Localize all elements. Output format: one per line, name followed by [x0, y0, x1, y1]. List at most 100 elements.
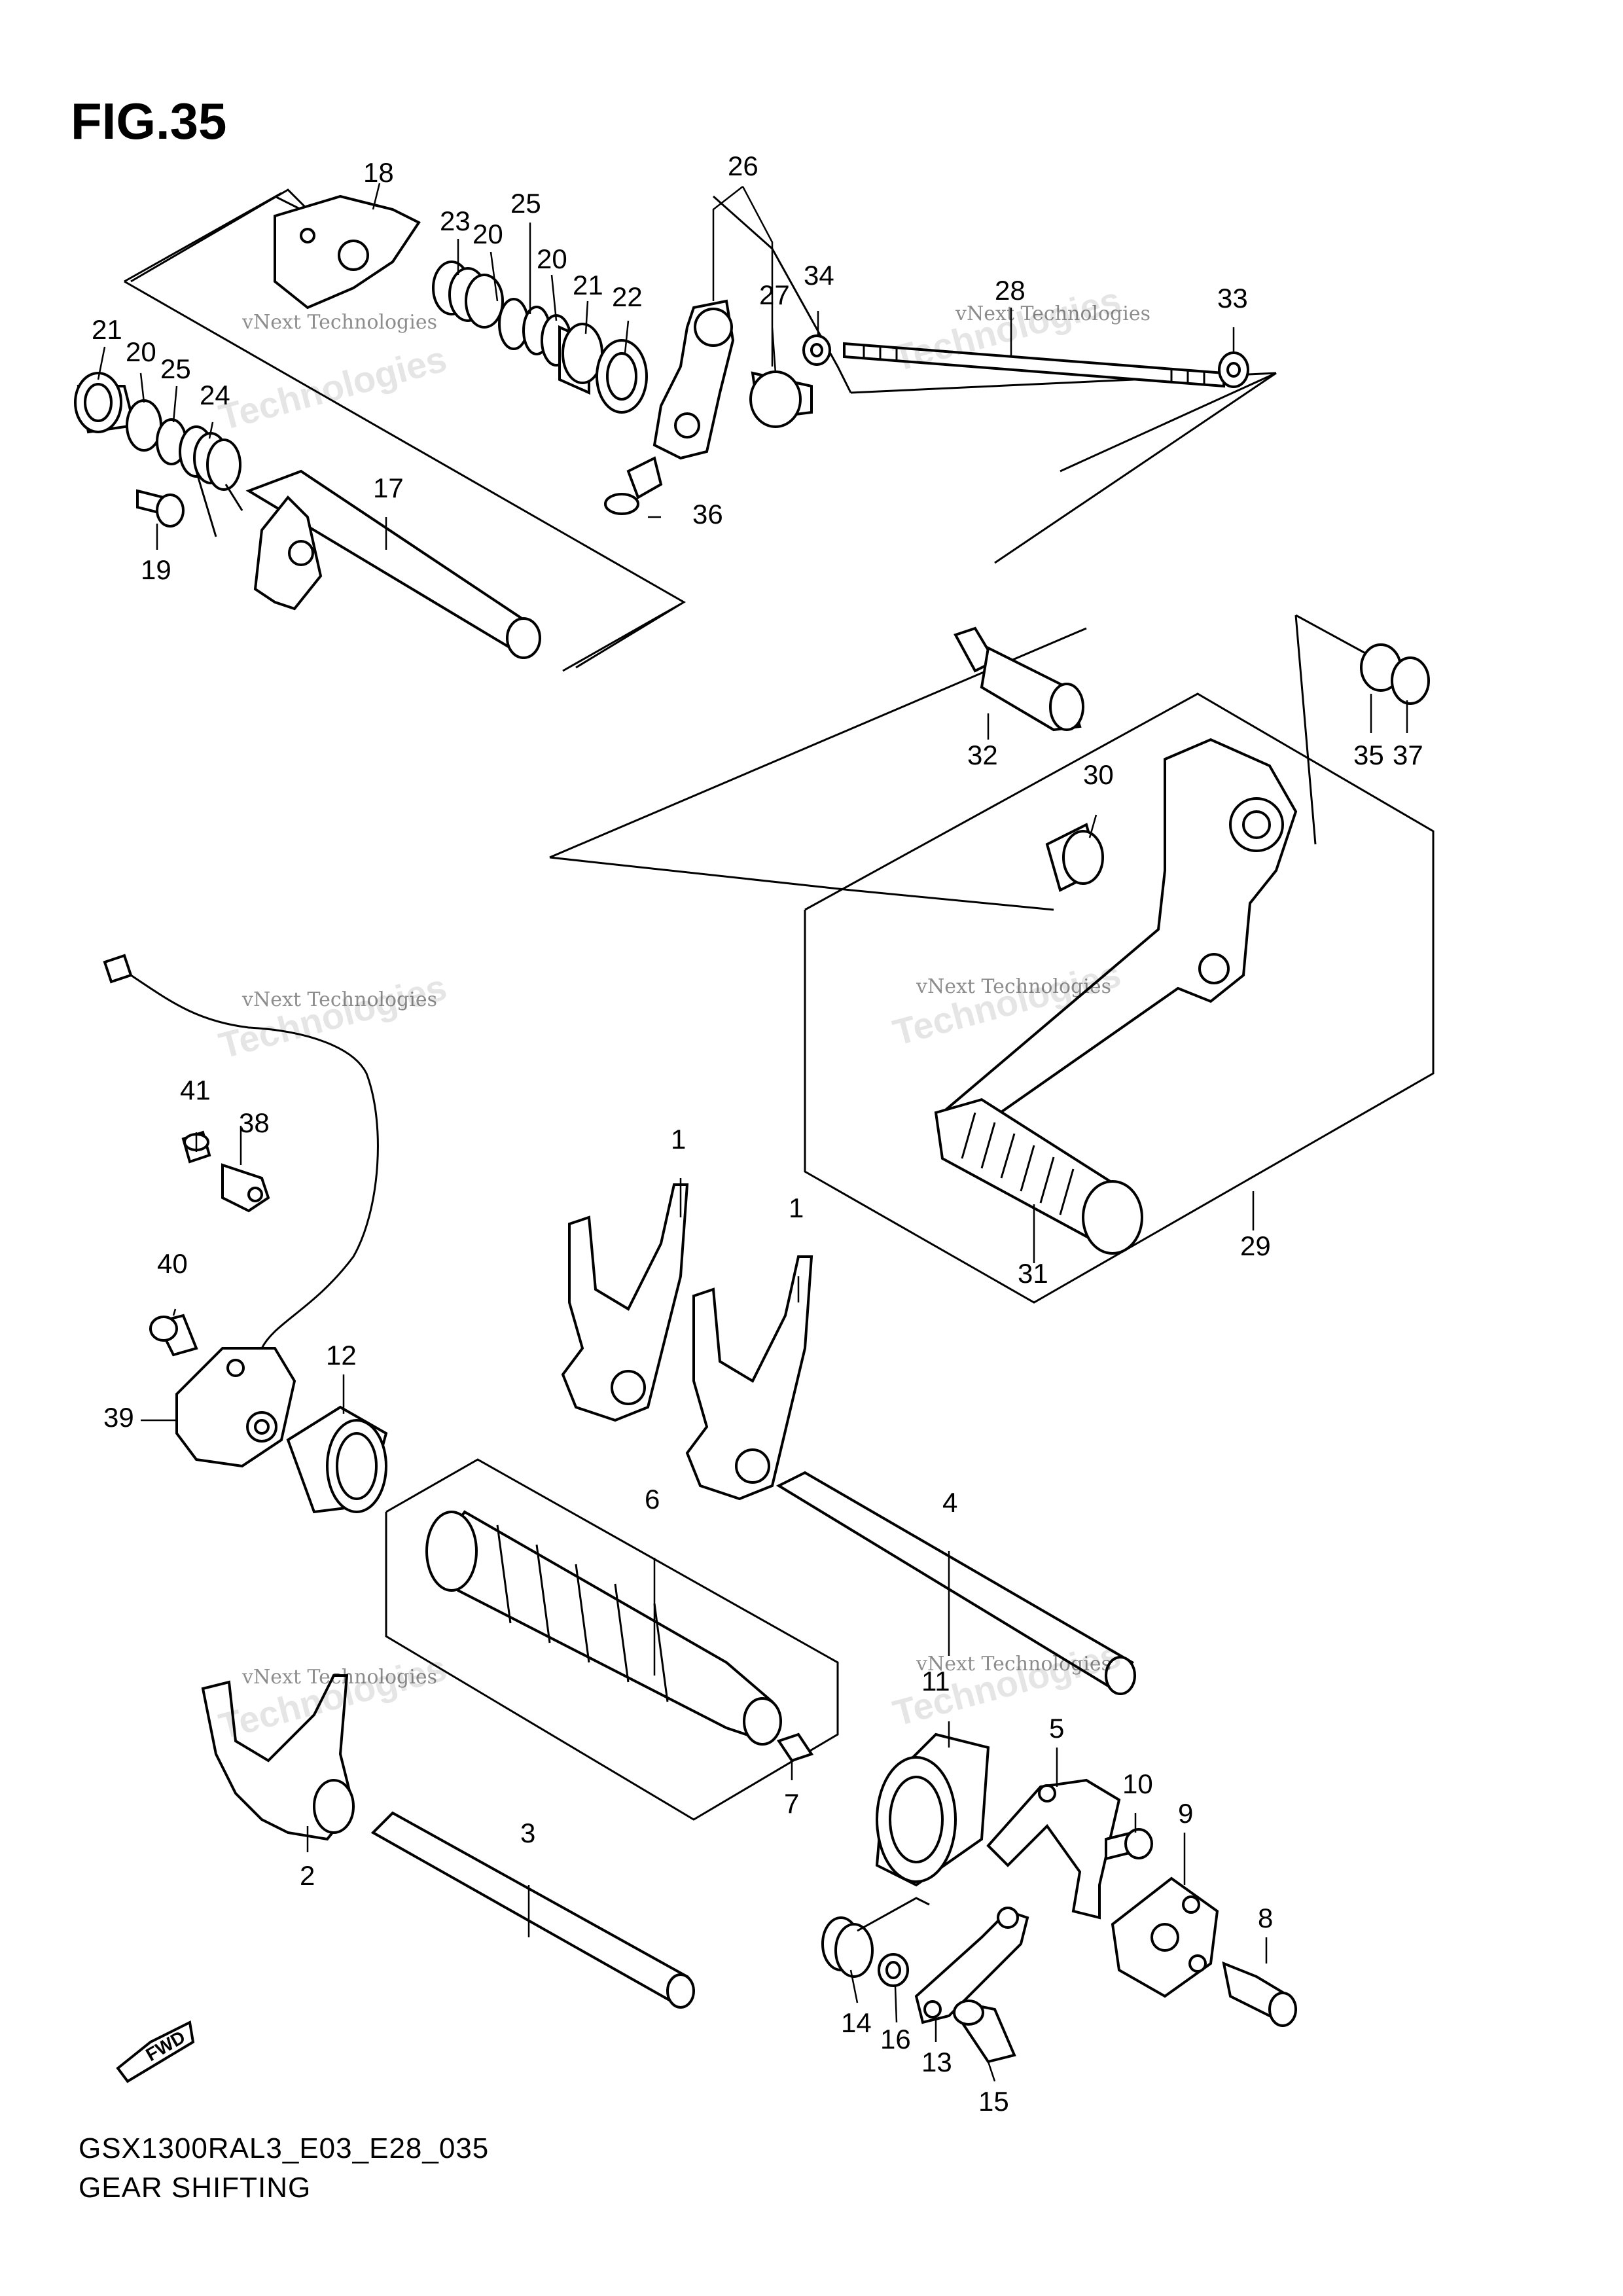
part-37-circlip: [1391, 656, 1430, 705]
lever-outline-frame: [804, 692, 1435, 1304]
label-31: 31: [1018, 1258, 1048, 1289]
label-11: 11: [921, 1666, 950, 1696]
part-3-fork-shaft: [370, 1811, 695, 2009]
label-20b: 20: [537, 243, 567, 274]
label-4: 4: [942, 1487, 957, 1518]
part-39-gear-position-sensor: [175, 1347, 296, 1468]
label-24: 24: [200, 380, 230, 410]
label-38: 38: [239, 1107, 270, 1138]
part-14-stopper-spring: [821, 1897, 930, 1978]
label-34: 34: [804, 260, 834, 291]
part-17-gearshift-shaft: [245, 469, 541, 659]
gear-position-sensor-lead: [103, 954, 379, 1349]
label-23: 23: [440, 206, 471, 236]
label-5: 5: [1049, 1713, 1064, 1744]
label-1a: 1: [671, 1124, 686, 1155]
label-40: 40: [157, 1248, 188, 1279]
part-5-cam-stopper-plate: [986, 1778, 1121, 1920]
label-27: 27: [759, 279, 790, 310]
label-13: 13: [921, 2047, 952, 2077]
part-21-bearing-a: [558, 323, 603, 395]
label-21b: 21: [92, 314, 122, 345]
label-35: 35: [1353, 740, 1384, 770]
diagram-name: GEAR SHIFTING: [79, 2172, 312, 2204]
label-10: 10: [1122, 1768, 1153, 1799]
label-9: 9: [1178, 1798, 1193, 1829]
part-40-bolt: [149, 1314, 198, 1357]
part-31-footpeg-rubber: [934, 1098, 1143, 1255]
part-16-washer: [878, 1953, 909, 1987]
part-2-shift-fork: [201, 1674, 355, 1841]
label-33: 33: [1217, 283, 1248, 314]
figure-title: FIG.35: [71, 92, 227, 150]
label-37: 37: [1393, 740, 1423, 770]
watermark-text: vNext Technologies: [916, 1653, 1112, 1676]
label-28: 28: [995, 275, 1026, 306]
part-23-spring: [432, 260, 504, 329]
label-16: 16: [880, 2024, 911, 2054]
part-1-shift-fork-a: [561, 1183, 689, 1422]
label-7: 7: [784, 1788, 799, 1819]
fwd-arrow-icon: FWD: [116, 2020, 195, 2083]
part-8-cam-bolt: [1222, 1961, 1297, 2027]
lever-group-frame: [549, 372, 1277, 911]
part-28-shift-rod: [843, 342, 1225, 388]
part-24-return-spring: [179, 425, 243, 537]
label-36: 36: [692, 499, 723, 529]
label-29: 29: [1240, 1230, 1271, 1261]
part-34-nut: [802, 334, 831, 366]
watermark-text: vNext Technologies: [242, 311, 438, 334]
diagram-code: GSX1300RAL3_E03_E28_035: [79, 2132, 490, 2164]
label-32: 32: [967, 740, 998, 770]
label-21a: 21: [573, 270, 603, 300]
part-22-oil-seal: [596, 339, 648, 414]
part-4-fork-shaft: [776, 1471, 1136, 1695]
label-8: 8: [1258, 1903, 1273, 1933]
part-11-drum-bearing: [875, 1732, 990, 1887]
part-15-bolt: [953, 2000, 1016, 2064]
label-41: 41: [180, 1075, 211, 1105]
part-19-bolt: [136, 489, 185, 528]
label-19: 19: [141, 554, 171, 585]
part-33-nut: [1218, 351, 1249, 388]
part-29-gearshift-lever: [939, 738, 1298, 1128]
watermark-text: vNext Technologies: [916, 975, 1112, 998]
label-30: 30: [1083, 759, 1114, 790]
label-20a: 20: [473, 219, 503, 249]
part-13-stopper-arm: [914, 1907, 1029, 2024]
label-18: 18: [363, 157, 394, 188]
label-25a: 25: [510, 188, 541, 219]
part-27-cap: [749, 370, 813, 428]
part-30-bushing: [1045, 823, 1104, 892]
part-36-bolt: [604, 456, 663, 515]
shift-shaft-group-frame: [124, 192, 687, 672]
part-18-shaft-plate: [274, 194, 421, 310]
part-6-gearshift-cam: [425, 1510, 782, 1746]
part-1-shift-fork-b: [685, 1255, 813, 1501]
label-14: 14: [841, 2007, 872, 2038]
part-7-pin: [776, 1732, 814, 1763]
label-1b: 1: [789, 1193, 804, 1223]
label-20c: 20: [126, 336, 156, 367]
watermark-text: vNext Technologies: [955, 302, 1151, 325]
label-22: 22: [612, 281, 643, 312]
label-3: 3: [520, 1818, 535, 1848]
label-15: 15: [978, 2086, 1009, 2117]
part-32-lever-bolt: [954, 626, 1084, 732]
watermark-text: vNext Technologies: [242, 1666, 438, 1689]
label-26: 26: [728, 151, 758, 181]
watermark-text: vNext Technologies: [242, 988, 438, 1011]
part-10-screw: [1105, 1828, 1153, 1861]
part-21-bearing-b: [74, 372, 136, 434]
label-12: 12: [326, 1340, 357, 1371]
part-38-clamp: [221, 1163, 270, 1213]
label-17: 17: [373, 473, 404, 503]
lever-pin-frame: [1294, 614, 1368, 845]
label-6: 6: [645, 1484, 660, 1515]
leader-lines: [97, 183, 1408, 2082]
part-9-gearshift-cam-stopper: [1111, 1876, 1219, 1998]
label-2: 2: [300, 1860, 315, 1891]
label-39: 39: [103, 1402, 134, 1433]
part-12-needle-bearing: [286, 1405, 388, 1514]
